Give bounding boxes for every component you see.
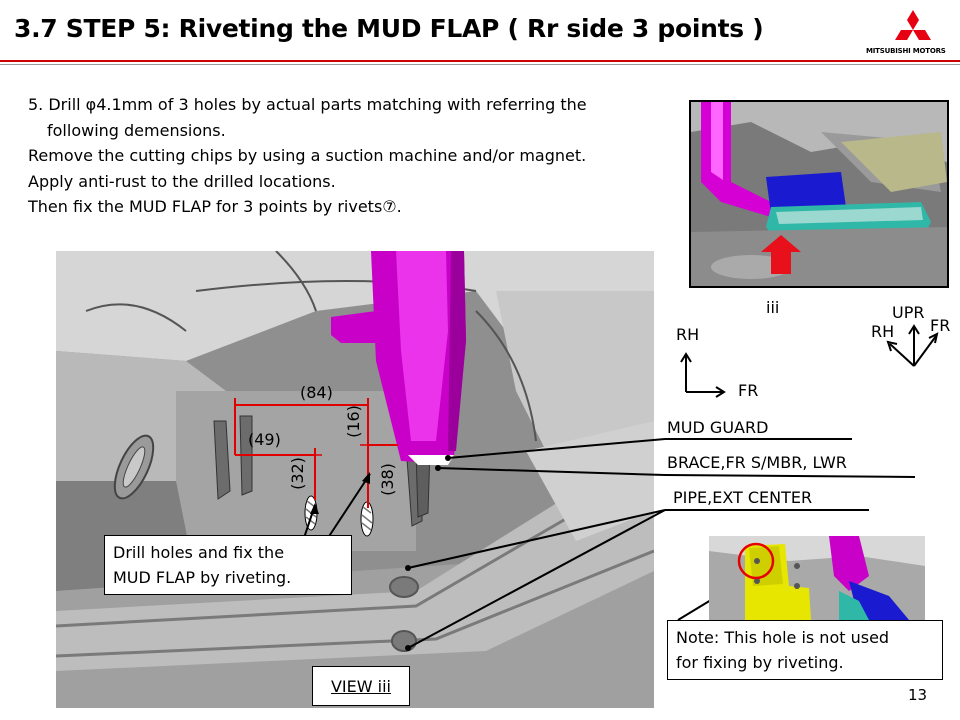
axis-fr-label: FR [738, 381, 759, 400]
cad-view [56, 251, 654, 708]
title-divider-thin [0, 64, 960, 65]
note-box: Note: This hole is not used for fixing b… [667, 620, 943, 680]
part-label-mud-guard: MUD GUARD [667, 418, 769, 437]
axis-fr-label-3d: FR [930, 316, 951, 335]
part-label-brace: BRACE,FR S/MBR, LWR [667, 453, 847, 472]
view-label: VIEW iii [312, 666, 410, 706]
drill-callout: Drill holes and fix the MUD FLAP by rive… [104, 535, 352, 595]
instruction-line: Then fix the MUD FLAP for 3 points by ri… [28, 197, 402, 216]
mitsubishi-logo [895, 10, 931, 40]
callout-line: MUD FLAP by riveting. [113, 568, 292, 587]
detail-thumbnail [709, 536, 925, 620]
dimension-84: (84) [300, 383, 333, 402]
dimension-32: (32) [287, 457, 307, 490]
axis-rh-label-3d: RH [871, 322, 895, 341]
view-label-text: VIEW iii [330, 677, 391, 696]
note-line: for fixing by riveting. [676, 653, 844, 672]
dimension-38: (38) [377, 463, 397, 496]
instruction-line: following demensions. [47, 120, 226, 140]
callout-line: Drill holes and fix the [113, 543, 285, 562]
dimension-49: (49) [248, 430, 281, 449]
instruction-line: 5. Drill φ4.1mm of 3 holes by actual par… [28, 95, 587, 114]
title-divider [0, 60, 960, 62]
axis-rh-label: RH [676, 325, 700, 344]
dimension-16: (16) [343, 405, 363, 438]
page-number: 13 [908, 686, 928, 704]
photo-caption: iii [766, 298, 780, 317]
part-label-pipe: PIPE,EXT CENTER [673, 488, 813, 507]
reference-photo [689, 100, 949, 288]
note-line: Note: This hole is not used [676, 628, 890, 647]
instruction-line: Remove the cutting chips by using a suct… [28, 146, 587, 165]
page-title: 3.7 STEP 5: Riveting the MUD FLAP ( Rr s… [14, 14, 764, 43]
instructions: 5. Drill φ4.1mm of 3 holes by actual par… [28, 92, 668, 220]
axis-upr-label: UPR [892, 303, 925, 322]
instruction-line: Apply anti-rust to the drilled locations… [28, 171, 336, 191]
logo-text: MITSUBISHI MOTORS [866, 47, 946, 55]
